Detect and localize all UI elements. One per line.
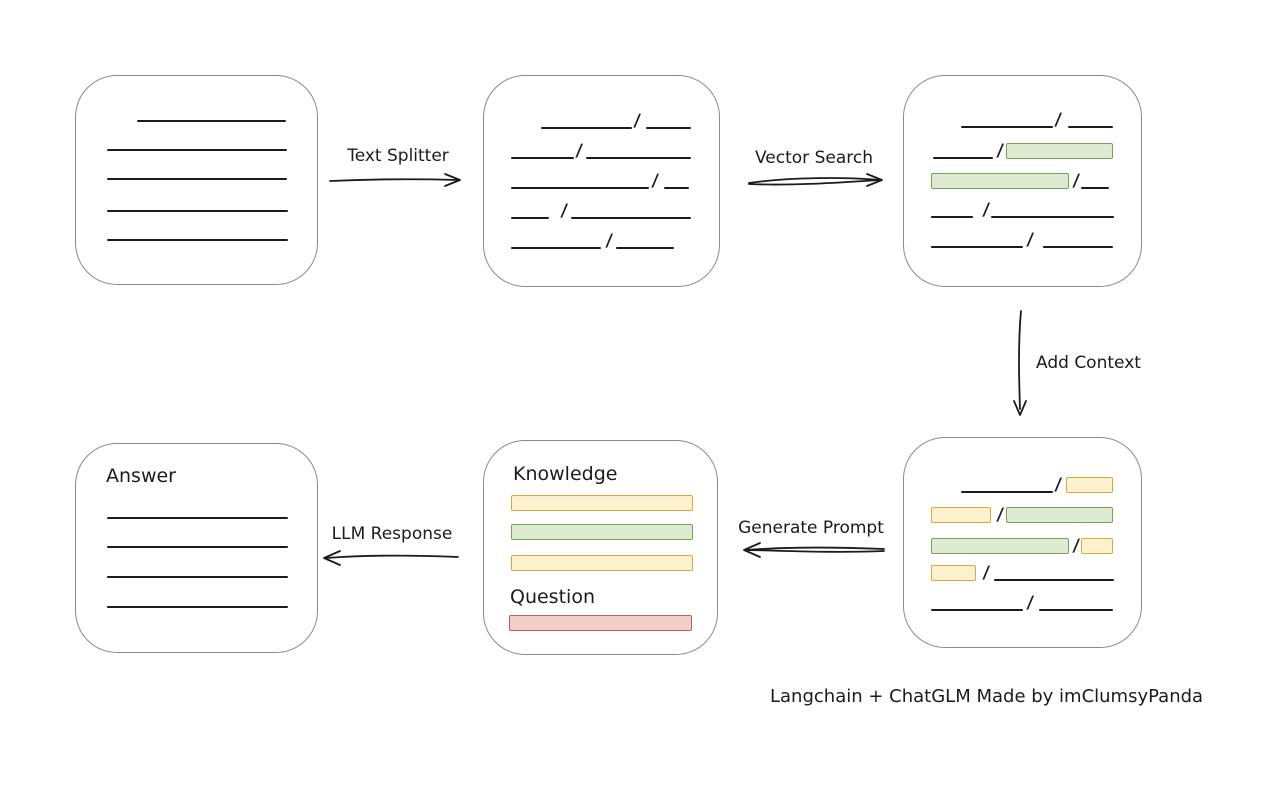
slash-glyph: / (982, 563, 991, 583)
slash-glyph: / (996, 505, 1005, 525)
text-line (931, 609, 1023, 611)
text-line (1039, 609, 1113, 611)
vector-search-label: Vector Search (755, 148, 873, 168)
llm-response-label: LLM Response (331, 524, 453, 544)
vector-search-arrow (748, 173, 883, 187)
text-line (961, 491, 1053, 493)
answer-label: Answer (106, 465, 176, 487)
text-line (541, 127, 632, 129)
source-document-box (75, 75, 318, 285)
slash-glyph: / (651, 171, 660, 191)
text-line (511, 247, 601, 249)
question-label: Question (510, 586, 595, 608)
add-context-label: Add Context (1036, 353, 1141, 373)
text-line (1068, 126, 1113, 128)
text-line (107, 210, 288, 212)
green-chunk-bar (1006, 143, 1113, 159)
slash-glyph: / (1026, 230, 1035, 250)
generate-prompt-arrow (743, 542, 885, 558)
text-line (137, 120, 286, 122)
text-line (664, 187, 689, 189)
text-line (107, 517, 288, 519)
green-chunk-bar (511, 524, 693, 540)
text-line (107, 178, 287, 180)
text-line (1081, 187, 1109, 189)
yellow-chunk-bar (511, 555, 693, 571)
green-chunk-bar (931, 538, 1069, 554)
text-line (511, 157, 574, 159)
slash-glyph: / (605, 231, 614, 251)
generate-prompt-label: Generate Prompt (738, 518, 884, 538)
slash-glyph: / (633, 111, 642, 131)
knowledge-label: Knowledge (513, 463, 618, 485)
slash-glyph: / (575, 141, 584, 161)
context-chunks-box: / / / / / (903, 437, 1142, 648)
llm-response-arrow (323, 550, 459, 566)
add-context-arrow (1013, 310, 1027, 416)
text-line (931, 246, 1023, 248)
credit-caption: Langchain + ChatGLM Made by imClumsyPand… (770, 686, 1204, 707)
text-line (107, 576, 288, 578)
text-line (586, 157, 691, 159)
text-line (933, 157, 993, 159)
slash-glyph: / (1054, 475, 1063, 495)
text-line (511, 217, 549, 219)
text-line (511, 187, 649, 189)
text-line (646, 127, 691, 129)
text-line (616, 247, 674, 249)
text-line (1043, 246, 1113, 248)
yellow-chunk-bar (931, 507, 991, 523)
text-line (107, 546, 288, 548)
answer-box: Answer (75, 443, 318, 653)
text-line (107, 239, 288, 241)
matched-chunks-box: / / / / / (903, 75, 1142, 287)
text-line (107, 149, 287, 151)
red-chunk-bar (509, 615, 692, 631)
text-line (991, 216, 1114, 218)
slash-glyph: / (1026, 593, 1035, 613)
split-chunks-box: / / / / / (483, 75, 720, 287)
slash-glyph: / (1072, 536, 1081, 556)
yellow-chunk-bar (511, 495, 693, 511)
text-line (994, 579, 1114, 581)
slash-glyph: / (1054, 110, 1063, 130)
yellow-chunk-bar (1081, 538, 1113, 554)
green-chunk-bar (1006, 507, 1113, 523)
slash-glyph: / (560, 201, 569, 221)
green-chunk-bar (931, 173, 1069, 189)
text-splitter-label: Text Splitter (347, 146, 449, 166)
slash-glyph: / (982, 200, 991, 220)
yellow-chunk-bar (931, 565, 976, 581)
slash-glyph: / (996, 141, 1005, 161)
text-line (571, 217, 691, 219)
text-line (961, 126, 1053, 128)
yellow-chunk-bar (1066, 477, 1113, 493)
text-line (107, 606, 288, 608)
text-line (931, 216, 973, 218)
text-splitter-arrow (329, 173, 461, 187)
slash-glyph: / (1072, 171, 1081, 191)
